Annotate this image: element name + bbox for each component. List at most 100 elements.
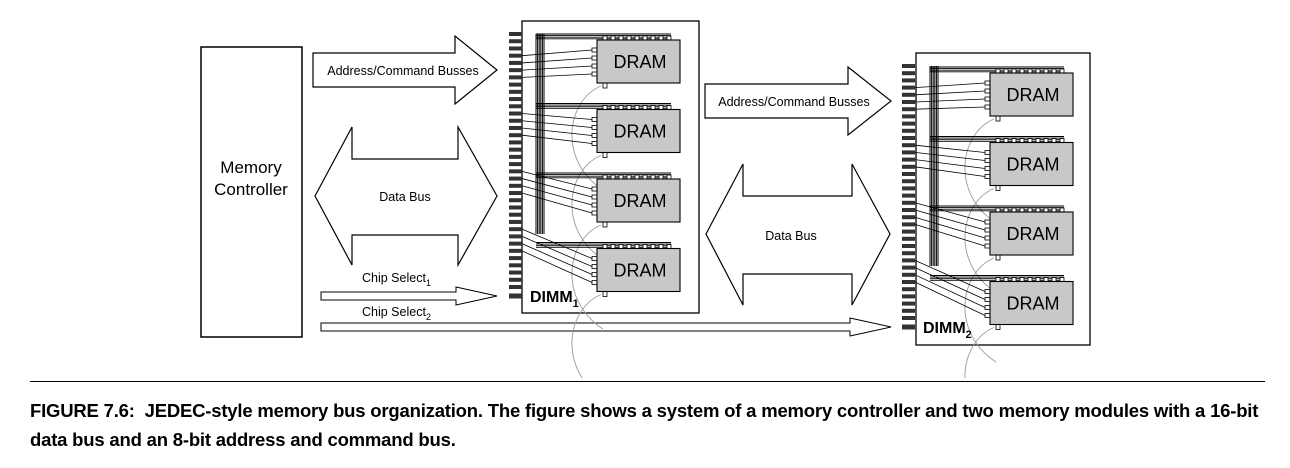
chip-pin (591, 272, 598, 277)
dram-chip: DRAM (521, 33, 681, 191)
controller-label-line1: Memory (220, 158, 282, 177)
chip-select-trace (571, 85, 604, 191)
chip-pin (984, 219, 991, 225)
dram-chip-body (989, 280, 1074, 326)
chip-pin (1019, 68, 1025, 74)
chip-pin (1059, 68, 1065, 74)
data-trace (521, 178, 593, 198)
controller-label-line2: Controller (214, 180, 288, 199)
dram-chip: DRAM (521, 228, 681, 378)
chip-pin (591, 63, 598, 69)
chip-pin (1011, 138, 1017, 143)
chip-pin (666, 244, 672, 249)
dram-chip-label: DRAM (614, 122, 667, 142)
data-trace (521, 73, 593, 78)
data-trace (914, 82, 986, 88)
chip-pin (626, 105, 632, 110)
chip-pin (1051, 138, 1057, 143)
data-bus-label-2: Data Bus (765, 229, 816, 243)
chip-select-2-arrow: Chip Select2 (320, 305, 892, 337)
connector-pin (902, 265, 915, 270)
chip-pin (984, 88, 991, 94)
chip-pin (1035, 138, 1041, 143)
dram-chip-label: DRAM (1007, 155, 1060, 175)
data-bus-label-1: Data Bus (379, 190, 430, 204)
chip-pin (666, 174, 672, 180)
chip-pin (618, 105, 624, 110)
data-trace (914, 281, 986, 316)
connector-pin (902, 78, 915, 83)
chip-pin (1059, 277, 1065, 282)
chip-pin (984, 80, 991, 86)
data-trace (914, 159, 986, 169)
connector-pin (509, 285, 522, 289)
connector-pin (902, 287, 915, 292)
connector-pin (902, 244, 915, 248)
dram-chip-label: DRAM (1007, 85, 1060, 105)
chip-pin (995, 324, 1001, 330)
dram-chip-label: DRAM (1007, 224, 1060, 244)
dram-chip-body (989, 141, 1074, 187)
chip-pin (984, 166, 991, 171)
connector-pin (509, 263, 522, 268)
chip-pin (1011, 68, 1017, 74)
chip-pin (666, 105, 672, 110)
chip-pin (984, 305, 991, 310)
chip-select-trace (571, 294, 602, 378)
connector-pin (902, 128, 915, 133)
chip-pin (642, 35, 648, 41)
chip-pin (984, 297, 991, 302)
chip-select-trace (964, 327, 995, 378)
chip-pin (1035, 68, 1041, 74)
chip-pin (1043, 207, 1049, 213)
connector-pin (509, 75, 522, 80)
chip-pin (591, 256, 598, 261)
caption-label: FIGURE 7.6: (30, 400, 135, 421)
connector-pin (902, 150, 915, 155)
data-trace (521, 127, 593, 136)
chip-pin (1059, 138, 1065, 143)
chip-pin (591, 264, 598, 269)
connector-pin (509, 46, 522, 51)
address-command-bus-arrow-1: Address/Command Busses (312, 34, 498, 106)
chip-pin (602, 174, 608, 180)
chip-pin (1011, 277, 1017, 282)
chip-pin (650, 105, 656, 110)
connector-pin (902, 179, 915, 184)
chip-pin (591, 210, 598, 216)
address-command-label-2: Address/Command Busses (718, 95, 869, 109)
chip-pin (995, 207, 1001, 213)
dram-chip: DRAM (914, 136, 1074, 293)
chip-pin (602, 35, 608, 41)
chip-pin (650, 35, 656, 41)
data-trace (521, 170, 593, 190)
chip-select-1-arrow: Chip Select1 (320, 271, 498, 306)
connector-pin (509, 111, 522, 116)
connector-pin (902, 258, 915, 263)
chip-pin (642, 244, 648, 249)
data-trace (914, 106, 986, 110)
dram-chip: DRAM (914, 202, 1074, 363)
chip-pin (995, 254, 1001, 261)
data-trace (521, 236, 593, 267)
chip-pin (642, 174, 648, 180)
chip-pin (610, 244, 616, 249)
chip-pin (602, 244, 608, 249)
data-bus-arrow-2: Data Bus (705, 163, 891, 306)
chip-pin (591, 194, 598, 200)
connector-pin (509, 219, 522, 224)
chip-pin (1027, 277, 1033, 282)
chip-pin (995, 277, 1001, 282)
connector-pin (902, 200, 915, 205)
connector-pin (509, 277, 522, 282)
chip-pin (666, 35, 672, 41)
dram-chip-body (596, 247, 681, 293)
connector-pin (902, 308, 915, 313)
chip-select-pin (509, 293, 522, 299)
chip-pin (995, 138, 1001, 143)
chip-pin (1027, 207, 1033, 213)
connector-pin (902, 229, 915, 234)
dram-chip: DRAM (914, 260, 1074, 378)
chip-pin (1019, 277, 1025, 282)
